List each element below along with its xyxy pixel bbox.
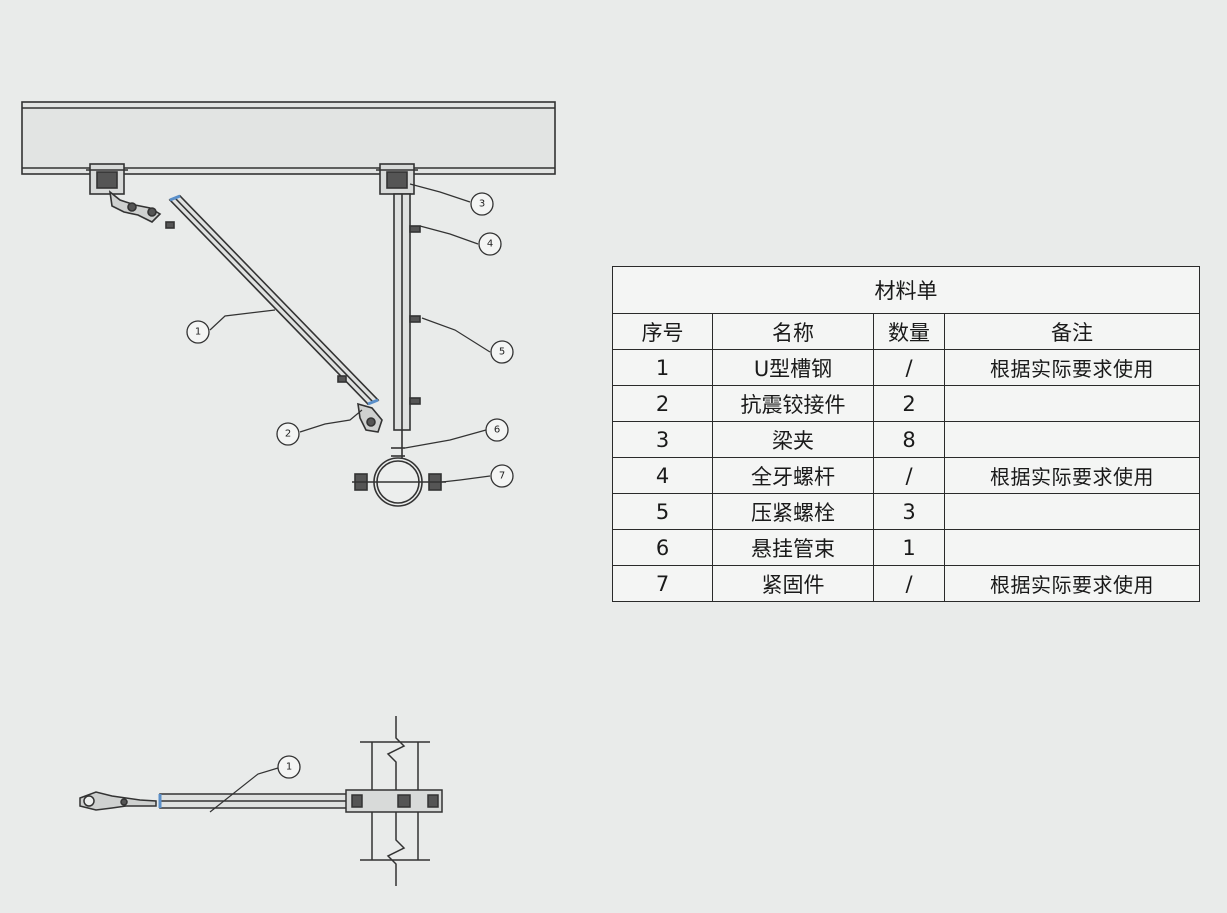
cell-remarks xyxy=(944,385,1200,422)
cell-quantity: / xyxy=(873,457,945,494)
callout-2: 2 xyxy=(276,422,300,446)
cell-name: 抗震铰接件 xyxy=(712,385,874,422)
table-title: 材料单 xyxy=(612,266,1200,314)
callout-4: 4 xyxy=(478,232,502,256)
callout-3: 3 xyxy=(470,192,494,216)
table-row: 1 U型槽钢 / 根据实际要求使用 xyxy=(612,349,1200,386)
table-row: 2 抗震铰接件 2 xyxy=(612,385,1200,422)
cell-quantity: 2 xyxy=(873,385,945,422)
cell-index: 5 xyxy=(612,493,713,530)
cell-remarks: 根据实际要求使用 xyxy=(944,457,1200,494)
svg-text:4: 4 xyxy=(487,239,493,250)
cell-name: 悬挂管束 xyxy=(712,529,874,566)
cell-index: 2 xyxy=(612,385,713,422)
callout-7: 7 xyxy=(490,464,514,488)
table-row: 5 压紧螺栓 3 xyxy=(612,493,1200,530)
plan-view xyxy=(79,716,443,886)
header-index: 序号 xyxy=(612,313,713,350)
table-row: 6 悬挂管束 1 xyxy=(612,529,1200,566)
cell-index: 6 xyxy=(612,529,713,566)
cell-quantity: 8 xyxy=(873,421,945,458)
table-title-row: 材料单 xyxy=(612,266,1200,314)
svg-text:1: 1 xyxy=(195,327,201,338)
cell-index: 4 xyxy=(612,457,713,494)
plan-leader xyxy=(209,767,279,813)
pipe-clamp xyxy=(352,447,446,507)
seismic-hinge-lower xyxy=(357,402,383,433)
plan-attachment xyxy=(345,789,443,813)
cell-quantity: 3 xyxy=(873,493,945,530)
callout-5: 5 xyxy=(490,340,514,364)
plan-brace xyxy=(158,793,349,809)
elevation-view xyxy=(21,101,556,507)
plan-hinge xyxy=(79,791,157,811)
cell-remarks: 根据实际要求使用 xyxy=(944,349,1200,386)
svg-text:3: 3 xyxy=(479,199,485,210)
cell-quantity: / xyxy=(873,565,945,602)
beam-clamp-left xyxy=(86,163,128,195)
table-row: 3 梁夹 8 xyxy=(612,421,1200,458)
diagonal-brace xyxy=(165,194,380,406)
cell-name: 梁夹 xyxy=(712,421,874,458)
vertical-rod xyxy=(393,193,421,458)
seismic-hinge-upper xyxy=(108,190,162,223)
svg-text:6: 6 xyxy=(494,425,500,436)
table-row: 7 紧固件 / 根据实际要求使用 xyxy=(612,565,1200,602)
cell-remarks xyxy=(944,529,1200,566)
cell-remarks xyxy=(944,421,1200,458)
cell-name: U型槽钢 xyxy=(712,349,874,386)
cell-index: 3 xyxy=(612,421,713,458)
header-remarks: 备注 xyxy=(944,313,1200,350)
cell-index: 7 xyxy=(612,565,713,602)
cell-name: 全牙螺杆 xyxy=(712,457,874,494)
cell-name: 紧固件 xyxy=(712,565,874,602)
callout-6: 6 xyxy=(485,418,509,442)
header-quantity: 数量 xyxy=(873,313,945,350)
svg-text:5: 5 xyxy=(499,347,505,358)
steel-beam xyxy=(21,101,556,175)
bill-of-materials-table: 材料单 序号 名称 数量 备注 1 U型槽钢 / 根据实际要求使用 2 抗震铰接… xyxy=(612,266,1200,602)
cell-quantity: / xyxy=(873,349,945,386)
leader-lines xyxy=(209,183,491,483)
cell-name: 压紧螺栓 xyxy=(712,493,874,530)
svg-text:1: 1 xyxy=(286,762,292,773)
cell-remarks: 根据实际要求使用 xyxy=(944,565,1200,602)
cell-remarks xyxy=(944,493,1200,530)
cell-index: 1 xyxy=(612,349,713,386)
table-header-row: 序号 名称 数量 备注 xyxy=(612,313,1200,350)
svg-text:7: 7 xyxy=(499,471,505,482)
beam-clamp-right xyxy=(376,163,418,195)
cell-quantity: 1 xyxy=(873,529,945,566)
plan-callout-1: 1 xyxy=(277,755,301,779)
header-name: 名称 xyxy=(712,313,874,350)
table-row: 4 全牙螺杆 / 根据实际要求使用 xyxy=(612,457,1200,494)
svg-text:2: 2 xyxy=(285,429,291,440)
callout-1: 1 xyxy=(186,320,210,344)
